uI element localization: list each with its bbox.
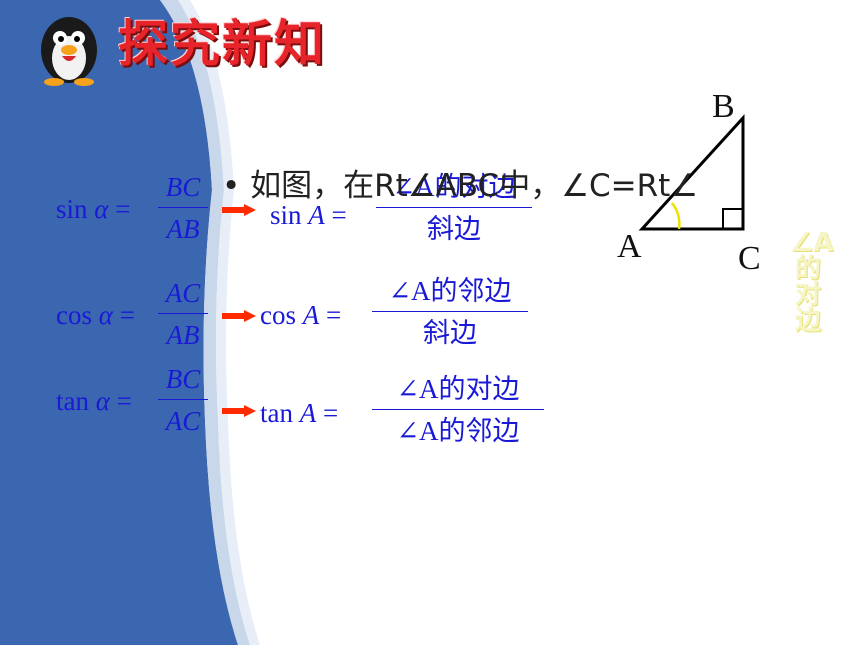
vertex-c-label: C	[738, 240, 761, 277]
cos-fraction: AC AB	[158, 280, 208, 349]
tan-rhs-numerator: ∠A的对边	[396, 374, 520, 404]
cos-arrow-icon	[222, 310, 256, 322]
sin-rhs-numerator: ∠A的对边	[392, 172, 516, 202]
sin-rhs-var: A	[308, 200, 325, 230]
tan-denominator: AC	[165, 406, 201, 436]
sin-rhs-fraction: ∠A的对边 斜边	[376, 174, 532, 243]
tan-rhs: tan A =	[260, 398, 339, 428]
tan-numerator: BC	[165, 364, 201, 394]
cos-rhs-numerator: ∠A的邻边	[388, 276, 512, 306]
sin-fraction: BC AB	[158, 174, 208, 243]
tan-rhs-fraction: ∠A的对边 ∠A的邻边	[372, 376, 544, 445]
cos-var: α	[98, 300, 113, 330]
tan-rhs-func: tan	[260, 398, 293, 428]
tan-fraction: BC AC	[158, 366, 208, 435]
page-title: 探究新知	[118, 15, 326, 73]
cos-rhs-fraction: ∠A的邻边 斜边	[372, 278, 528, 347]
tan-lhs: tan α =	[56, 386, 132, 416]
sin-rhs-fraction-bar	[376, 207, 532, 208]
tan-rhs-denominator: ∠A的邻边	[396, 416, 520, 446]
cos-rhs-func: cos	[260, 300, 296, 330]
tan-arrow-icon	[222, 405, 256, 417]
cos-lhs: cos α =	[56, 300, 135, 330]
cos-rhs-denominator: 斜边	[423, 318, 477, 348]
tan-func: tan	[56, 386, 89, 416]
cos-rhs-fraction-bar	[372, 311, 528, 312]
triangle-diagram	[638, 114, 745, 231]
tan-rhs-var: A	[299, 398, 317, 428]
side-note: ∠A的对边	[790, 228, 834, 336]
cos-numerator: AC	[165, 278, 201, 308]
sin-lhs: sin α =	[56, 194, 131, 224]
sin-func: sin	[56, 194, 88, 224]
sin-denominator: AB	[166, 214, 200, 244]
mascot-icon	[41, 17, 97, 86]
cos-rhs: cos A =	[260, 300, 342, 330]
sin-var: α	[94, 194, 109, 224]
sin-rhs-func: sin	[270, 200, 302, 230]
tan-fraction-bar	[158, 399, 208, 400]
vertex-b-label: B	[712, 88, 735, 125]
sin-rhs: sin A =	[270, 200, 347, 230]
cos-rhs-var: A	[302, 300, 320, 330]
tan-rhs-fraction-bar	[372, 409, 544, 410]
cos-fraction-bar	[158, 313, 208, 314]
sin-rhs-denominator: 斜边	[427, 214, 481, 244]
cos-func: cos	[56, 300, 92, 330]
cos-denominator: AB	[166, 320, 200, 350]
sin-numerator: BC	[165, 172, 201, 202]
bullet-text: • 如图，在Rt∠ABC中，∠C=Rt∠	[222, 168, 699, 204]
tan-var: α	[95, 386, 110, 416]
sin-fraction-bar	[158, 207, 208, 208]
vertex-a-label: A	[617, 228, 642, 265]
sin-arrow-icon	[222, 204, 256, 216]
